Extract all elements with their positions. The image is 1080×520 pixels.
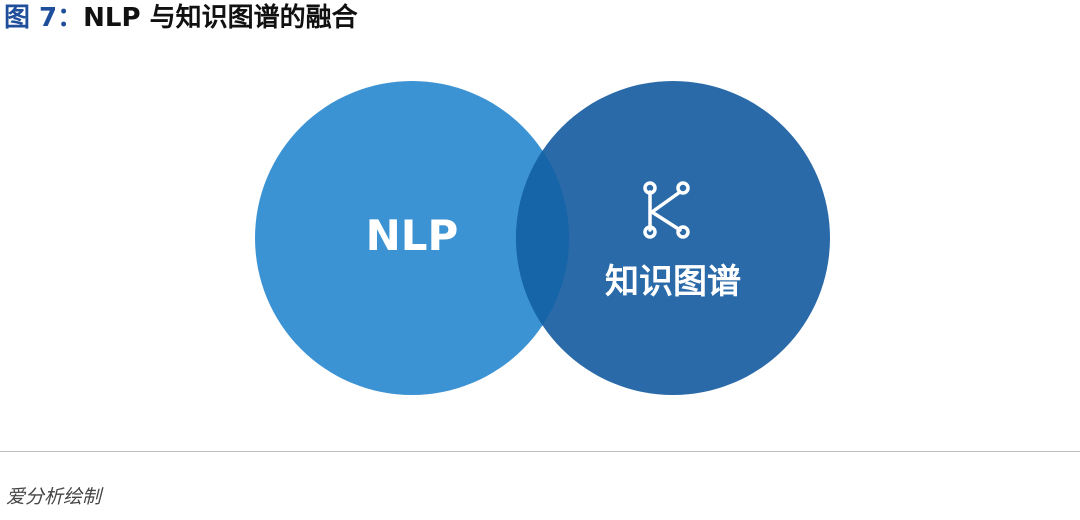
figure-number: 图 7：: [4, 3, 84, 33]
source-note: 爱分析绘制: [6, 486, 102, 508]
nlp-circle: [255, 81, 569, 395]
knowledge-graph-k-icon: [643, 181, 690, 239]
figure-caption: NLP 与知识图谱的融合: [83, 3, 358, 33]
nlp-label: NLP: [366, 211, 459, 260]
figure-title: 图 7：NLP 与知识图谱的融合: [4, 0, 358, 36]
venn-diagram: NLP 知识图谱: [255, 81, 830, 395]
divider-line: [0, 451, 1080, 452]
knowledge-graph-label: 知识图谱: [605, 262, 741, 302]
knowledge-graph-circle: [516, 81, 830, 395]
